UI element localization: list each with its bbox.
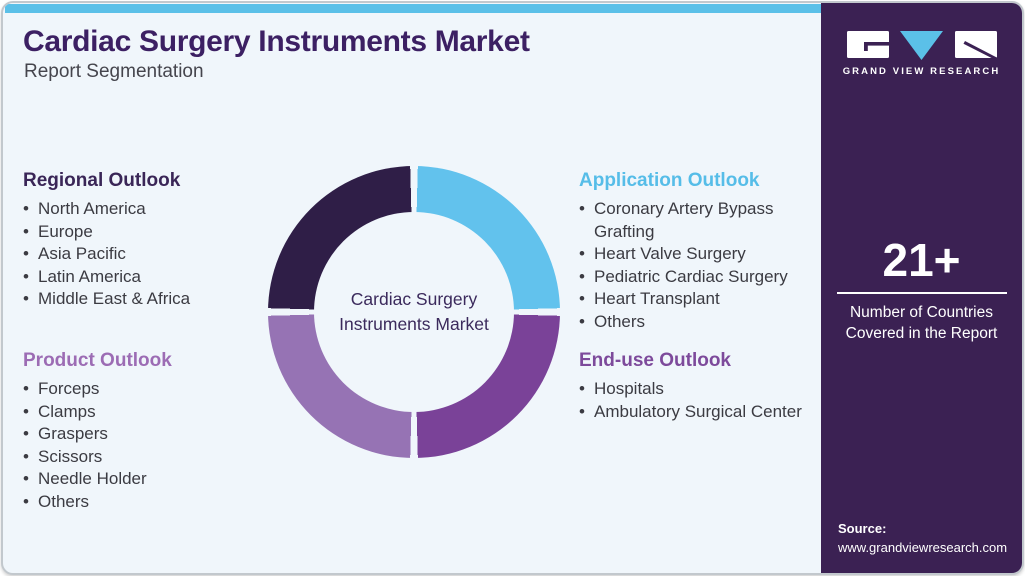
application-outlook-list: Coronary Artery Bypass GraftingHeart Val… bbox=[579, 198, 825, 333]
list-item: Hospitals bbox=[579, 378, 825, 401]
page-subtitle: Report Segmentation bbox=[24, 61, 204, 82]
list-item: Others bbox=[23, 491, 273, 514]
enduse-outlook-heading: End-use Outlook bbox=[579, 350, 731, 371]
source-block: Source: www.grandviewresearch.com bbox=[838, 519, 1007, 557]
stat-number: 21+ bbox=[882, 234, 961, 286]
donut-center-label: Cardiac Surgery Instruments Market bbox=[339, 289, 489, 334]
list-item: Europe bbox=[23, 221, 273, 244]
sidebar: GRAND VIEW RESEARCH 21+ Number of Countr… bbox=[821, 3, 1022, 573]
list-item: Forceps bbox=[23, 378, 273, 401]
regional-outlook-section: Regional Outlook North AmericaEuropeAsia… bbox=[23, 169, 273, 311]
list-item: Middle East & Africa bbox=[23, 288, 273, 311]
list-item: Ambulatory Surgical Center bbox=[579, 401, 825, 424]
application-outlook-section: Application Outlook Coronary Artery Bypa… bbox=[579, 169, 825, 333]
brand-name: GRAND VIEW RESEARCH bbox=[842, 66, 1001, 77]
list-item: Heart Valve Surgery bbox=[579, 243, 825, 266]
regional-outlook-list: North AmericaEuropeAsia PacificLatin Ame… bbox=[23, 198, 273, 311]
list-item: Graspers bbox=[23, 423, 273, 446]
stat-divider bbox=[836, 292, 1007, 294]
list-item: Clamps bbox=[23, 401, 273, 424]
product-outlook-section: Product Outlook ForcepsClampsGraspersSci… bbox=[23, 349, 273, 513]
list-item: Coronary Artery Bypass Grafting bbox=[579, 198, 825, 243]
list-item: Latin America bbox=[23, 266, 273, 289]
list-item: North America bbox=[23, 198, 273, 221]
list-item: Others bbox=[579, 311, 825, 334]
enduse-outlook-list: HospitalsAmbulatory Surgical Center bbox=[579, 378, 825, 423]
donut-hole: Cardiac Surgery Instruments Market bbox=[314, 212, 514, 412]
list-item: Pediatric Cardiac Surgery bbox=[579, 266, 825, 289]
source-url[interactable]: www.grandviewresearch.com bbox=[838, 540, 1008, 555]
product-outlook-list: ForcepsClampsGraspersScissorsNeedle Hold… bbox=[23, 378, 273, 513]
list-item: Needle Holder bbox=[23, 468, 273, 491]
list-item: Heart Transplant bbox=[579, 288, 825, 311]
countries-stat: 21+ Number of Countries Covered in the R… bbox=[821, 235, 1022, 344]
regional-outlook-heading: Regional Outlook bbox=[23, 170, 181, 191]
source-label: Source: bbox=[838, 521, 887, 536]
list-item: Scissors bbox=[23, 446, 273, 469]
list-item: Asia Pacific bbox=[23, 243, 273, 266]
gvr-logo-icon bbox=[846, 31, 997, 61]
page-title: Cardiac Surgery Instruments Market bbox=[23, 25, 530, 58]
top-accent-bar bbox=[5, 4, 823, 13]
stat-caption: Number of Countries Covered in the Repor… bbox=[845, 304, 998, 342]
enduse-outlook-section: End-use Outlook HospitalsAmbulatory Surg… bbox=[579, 349, 825, 423]
segmentation-donut-chart: Cardiac Surgery Instruments Market bbox=[268, 166, 560, 458]
product-outlook-heading: Product Outlook bbox=[23, 350, 172, 371]
application-outlook-heading: Application Outlook bbox=[579, 170, 760, 191]
gvr-logo: GRAND VIEW RESEARCH bbox=[821, 29, 1022, 77]
